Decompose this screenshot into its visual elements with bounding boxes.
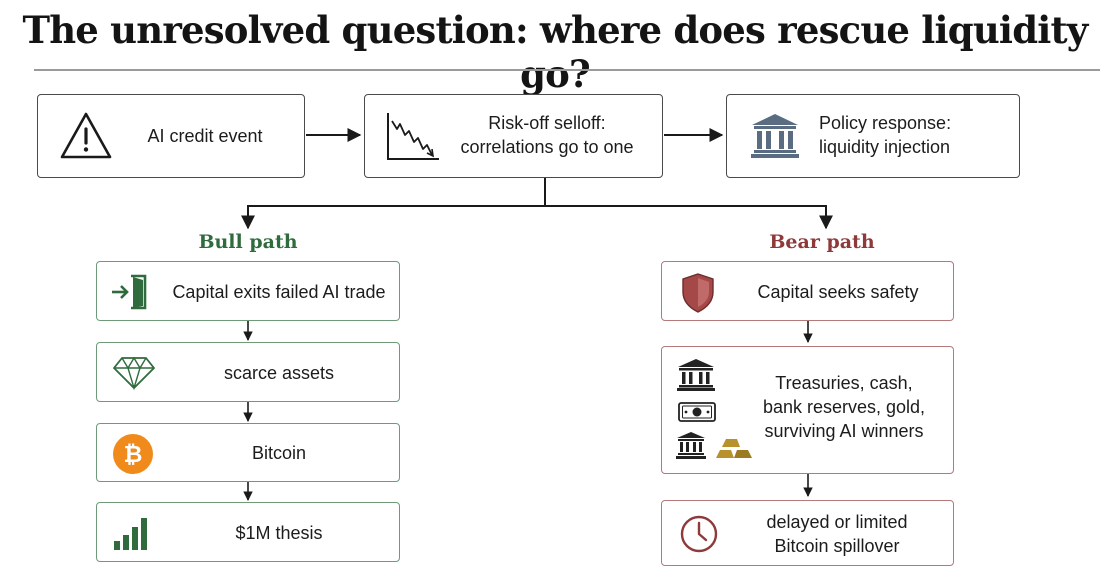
bull-step-1-label: Capital exits failed AI trade (172, 282, 386, 302)
declining-chart-icon (387, 113, 439, 160)
policy-response-box: Policy response: liquidity injection (726, 94, 1020, 178)
bull-step-4-label: $1M thesis (235, 523, 323, 543)
bear-step-2-label: Treasuries, cash, bank reserves, gold, s… (762, 373, 926, 441)
clock-icon (680, 515, 718, 553)
bear-step-safe-assets: Treasuries, cash, bank reserves, gold, s… (661, 346, 954, 474)
bull-step-1m-thesis: $1M thesis (96, 502, 400, 562)
svg-text:₿: ₿ (124, 442, 143, 468)
ai-credit-event-box: AI credit event (37, 94, 305, 178)
bear-step-delayed-spillover: delayed or limited Bitcoin spillover (661, 500, 954, 566)
bear-step-1-label: Capital seeks safety (757, 282, 919, 302)
bull-step-capital-exits: Capital exits failed AI trade (96, 261, 400, 321)
treasury-bank-icon (677, 359, 715, 391)
cash-icon (678, 402, 716, 422)
gold-bars-icon (716, 439, 752, 458)
split-connector (248, 178, 826, 207)
risk-off-selloff-box: Risk-off selloff: correlations go to one (364, 94, 663, 178)
warning-triangle-icon (60, 112, 112, 159)
safe-assets-icons (676, 359, 752, 459)
bitcoin-icon: ₿ (113, 434, 153, 474)
bull-step-3-label: Bitcoin (251, 443, 307, 463)
rising-bars-icon (114, 518, 147, 550)
reserves-bank-icon (676, 432, 706, 459)
bull-path-title: Bull path (198, 231, 298, 253)
bear-step-3-label: delayed or limited Bitcoin spillover (766, 512, 908, 556)
title-divider (34, 69, 1100, 71)
policy-response-label: Policy response: liquidity injection (819, 113, 952, 157)
bear-step-seeks-safety: Capital seeks safety (661, 261, 954, 321)
page-title: The unresolved question: where does resc… (22, 8, 1088, 96)
bull-step-2-label: scarce assets (223, 363, 335, 383)
bear-path-title: Bear path (769, 231, 875, 253)
bull-step-scarce-assets: scarce assets (96, 342, 400, 402)
diamond-icon (113, 356, 155, 391)
risk-off-selloff-label: Risk-off selloff: correlations go to one (460, 113, 634, 157)
bull-step-bitcoin: ₿ Bitcoin (96, 423, 400, 482)
bank-building-icon (751, 114, 799, 158)
shield-icon (682, 273, 714, 313)
ai-credit-event-label: AI credit event (147, 126, 263, 146)
exit-door-icon (112, 274, 147, 310)
